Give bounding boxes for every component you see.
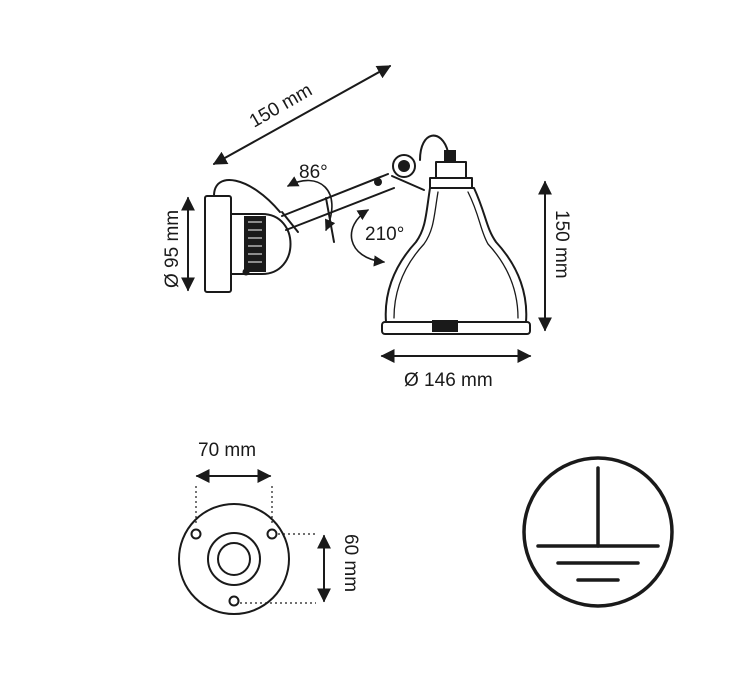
shade-diameter-label: Ø 146 mm — [404, 370, 493, 391]
mount-knob — [244, 216, 266, 272]
wall-mount-base-view — [178, 469, 331, 615]
screw-hole-bottom — [228, 595, 240, 607]
mount-screw — [242, 268, 250, 276]
base-outer-ring — [207, 532, 261, 586]
arm-upper-edge — [281, 173, 389, 217]
arm-length-label: 150 mm — [246, 80, 316, 133]
rim-clip — [432, 320, 458, 332]
arm-joint — [374, 178, 382, 186]
arm-angle-label: 86° — [299, 162, 328, 183]
arm-length-dimension — [212, 65, 392, 165]
shade-angle-label: 210° — [365, 224, 404, 245]
shade-angle-arc — [350, 209, 386, 267]
socket-top — [444, 150, 456, 162]
mount-housing — [230, 213, 292, 275]
base-plate — [178, 503, 290, 615]
backplate-diameter-label: Ø 95 mm — [162, 210, 183, 288]
screw-hole-right — [266, 528, 278, 540]
back-plate — [204, 195, 232, 293]
arm-angle-arc — [287, 176, 336, 232]
shade-cable — [419, 134, 449, 161]
screw-hole-left — [190, 528, 202, 540]
protective-earth-icon — [522, 456, 674, 608]
socket — [435, 161, 467, 179]
base-inner-ring — [217, 542, 251, 576]
lamp-shade — [384, 187, 528, 323]
base-width-label: 70 mm — [198, 440, 256, 461]
shade-height-label: 150 mm — [551, 210, 572, 279]
base-height-label: 60 mm — [340, 534, 361, 592]
head-joint — [392, 154, 416, 178]
cable — [213, 179, 281, 213]
